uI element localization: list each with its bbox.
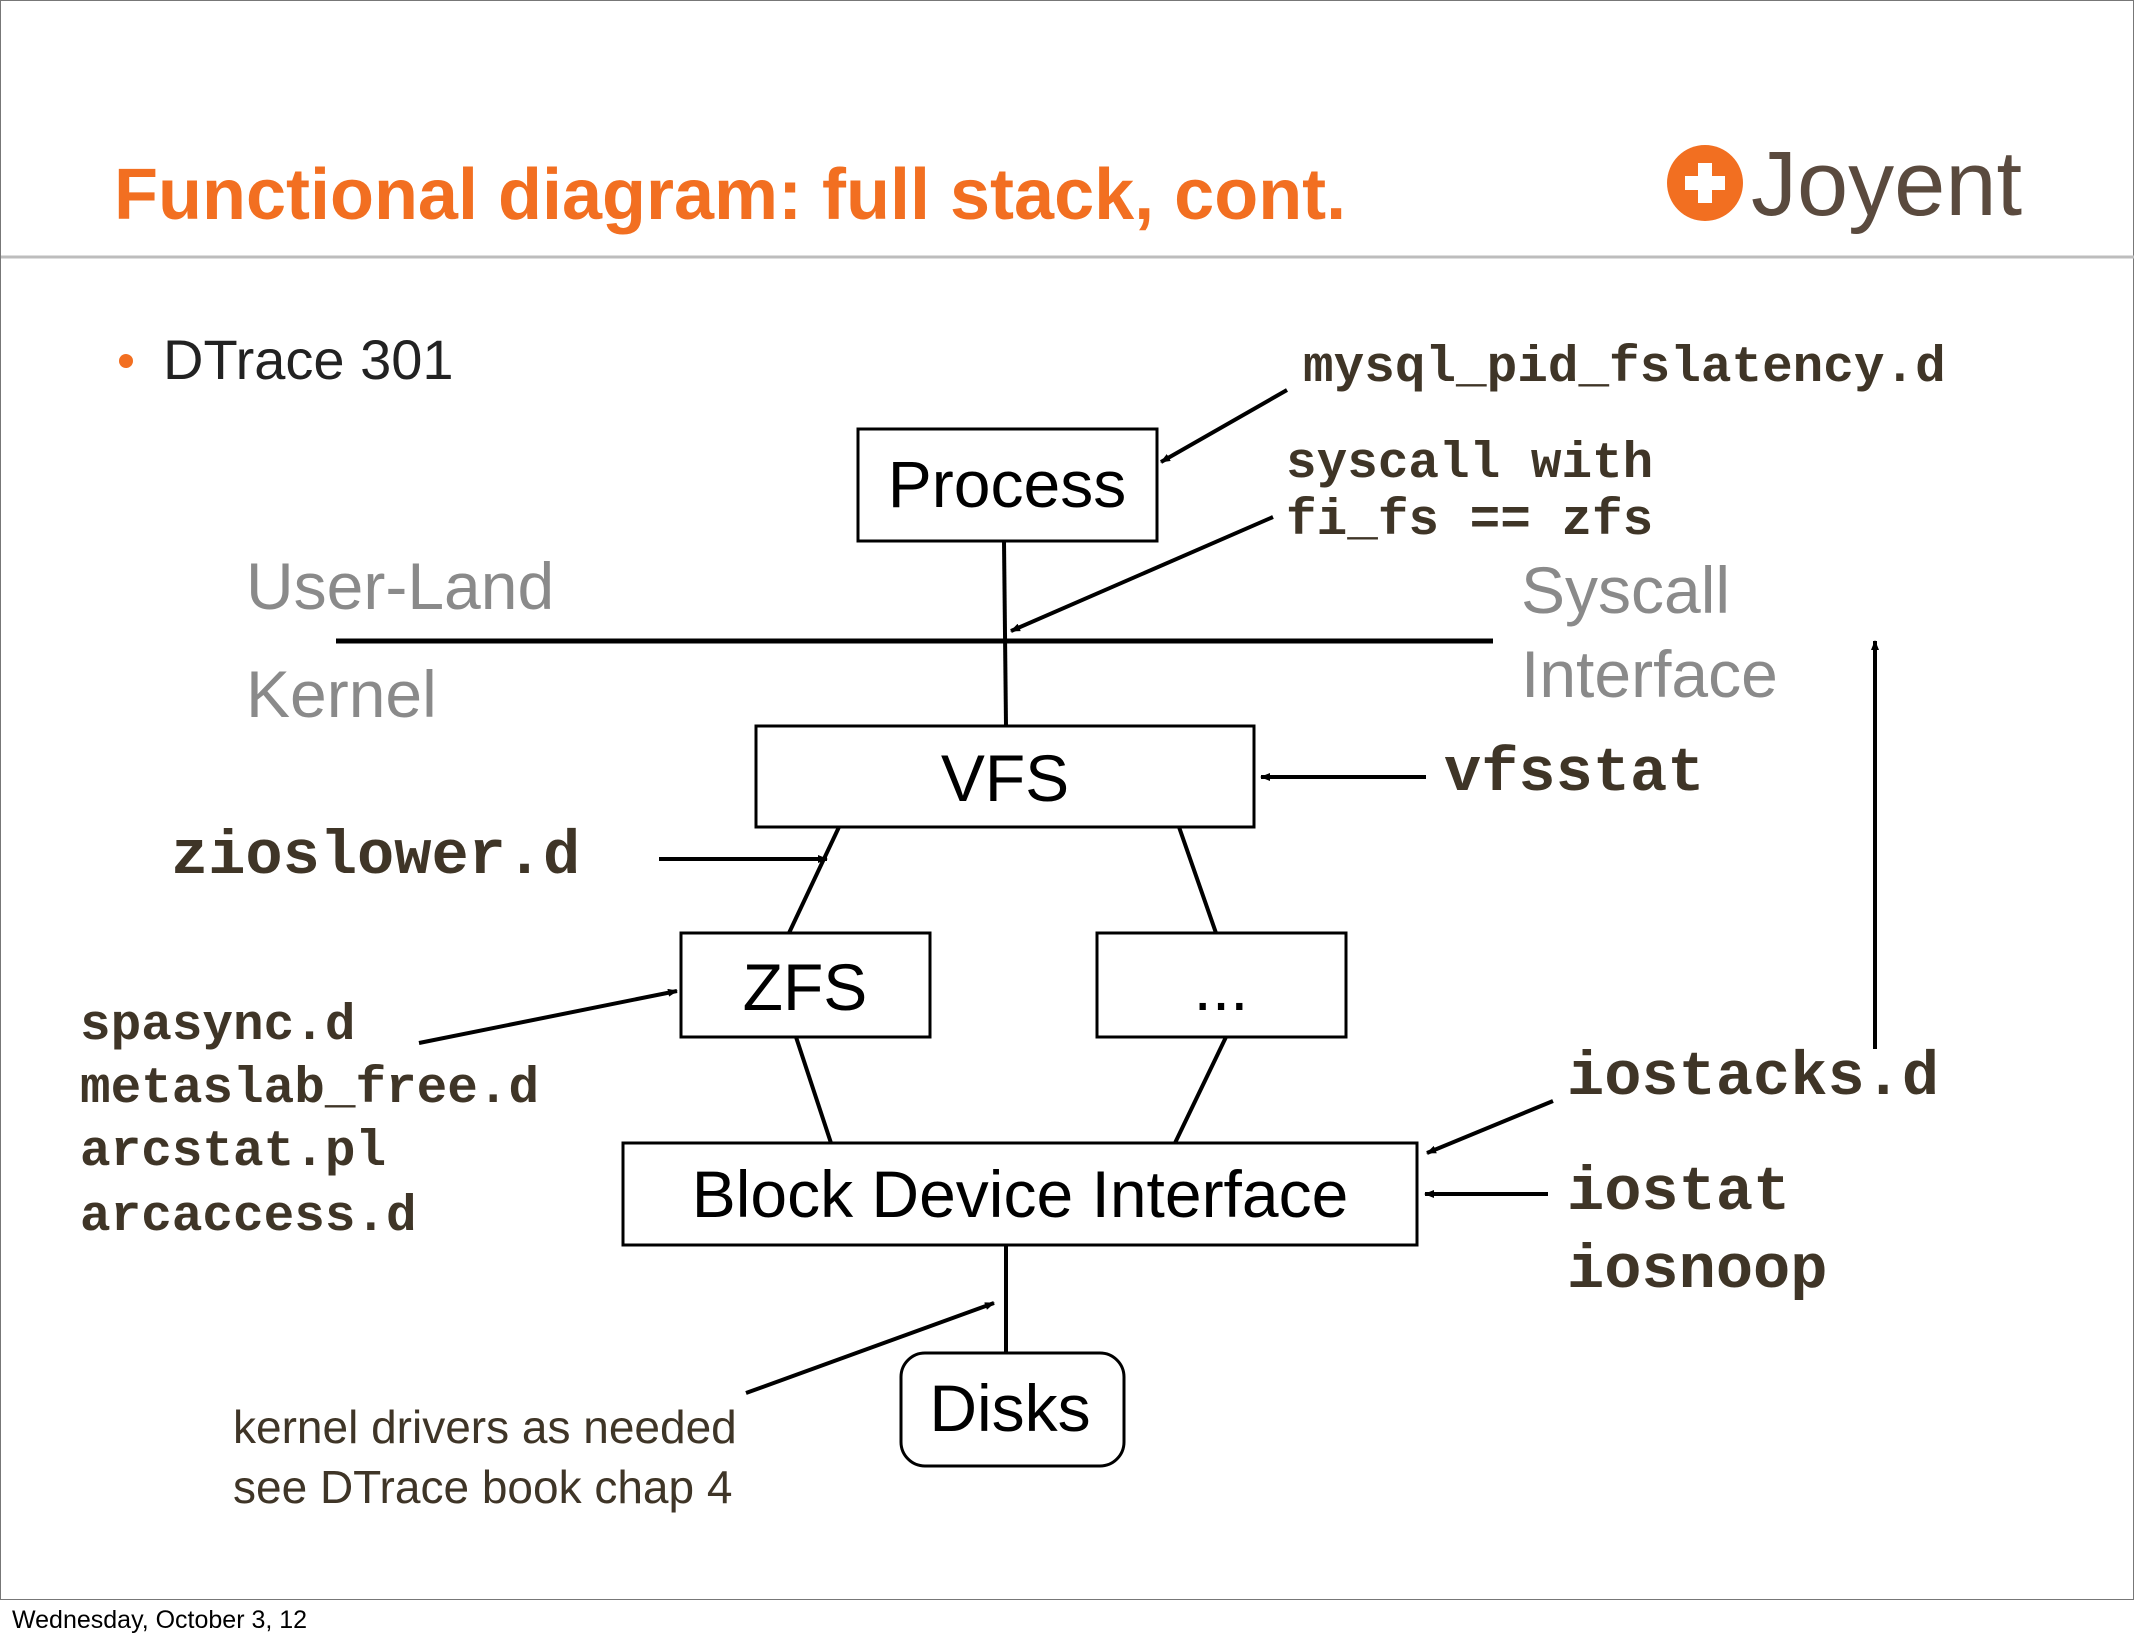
other-fs-to-block-line	[1173, 1036, 1228, 1144]
tool-arcstat: arcstat.pl	[80, 1124, 386, 1181]
joyent-logo: Joyent	[1667, 133, 2022, 235]
arrow-drivers-to-disk-path	[745, 1301, 995, 1395]
vfs-to-other-fs-line	[1177, 826, 1218, 934]
tool-zioslower: zioslower.d	[171, 821, 580, 892]
tool-syscall-with-line2: fi_fs == zfs	[1286, 493, 1653, 550]
process-to-vfs-line	[1002, 540, 1008, 727]
kernel-label: Kernel	[246, 657, 437, 731]
disks-box-label: Disks	[929, 1371, 1090, 1445]
tool-vfsstat: vfsstat	[1444, 738, 1704, 809]
bullet-dot	[119, 354, 133, 368]
tool-spasync: spasync.d	[80, 998, 355, 1055]
slide: Functional diagram: full stack, cont. Jo…	[0, 0, 2134, 1600]
plus-icon-vertical	[1698, 163, 1712, 203]
tool-syscall-with-line1: syscall with	[1286, 436, 1653, 493]
disks-box: Disks	[899, 1351, 1126, 1468]
block-device-interface-label: Block Device Interface	[692, 1157, 1349, 1231]
arrow-syscall-to-boundary	[1010, 515, 1274, 633]
zfs-box-label: ZFS	[743, 950, 868, 1024]
arrow-mysql-to-process	[1160, 388, 1288, 464]
user-land-label: User-Land	[246, 549, 554, 623]
vfs-box-label: VFS	[941, 741, 1069, 815]
block-device-interface-box: Block Device Interface	[621, 1141, 1419, 1247]
footer-date: Wednesday, October 3, 12	[12, 1606, 308, 1634]
other-fs-box-label: ...	[1193, 950, 1248, 1024]
process-box-label: Process	[888, 447, 1126, 521]
logo-text: Joyent	[1751, 133, 2022, 235]
process-box: Process	[856, 427, 1159, 543]
tool-iostacks: iostacks.d	[1567, 1042, 1939, 1113]
zfs-box: ZFS	[679, 931, 932, 1039]
vfs-to-zfs-line	[787, 826, 841, 934]
other-fs-box: ...	[1095, 931, 1348, 1039]
tool-arcaccess: arcaccess.d	[80, 1189, 417, 1246]
arrow-zfs-tools-to-zfs	[418, 988, 678, 1045]
tool-iostat: iostat	[1567, 1157, 1790, 1228]
bullet-text: DTrace 301	[163, 328, 454, 391]
syscall-interface-label-line2: Interface	[1521, 637, 1778, 711]
tool-metaslab-free: metaslab_free.d	[80, 1061, 539, 1118]
tool-mysql-pid-fslatency: mysql_pid_fslatency.d	[1303, 340, 1946, 397]
slide-title: Functional diagram: full stack, cont.	[114, 155, 1346, 235]
arrow-iostacks-to-block	[1426, 1099, 1554, 1155]
syscall-interface-label-line1: Syscall	[1521, 553, 1730, 627]
tool-iosnoop: iosnoop	[1567, 1235, 1827, 1306]
note-drivers-line2: see DTrace book chap 4	[233, 1461, 732, 1513]
zfs-to-block-line	[794, 1036, 833, 1144]
vfs-box: VFS	[754, 724, 1256, 829]
diagram: Functional diagram: full stack, cont. Jo…	[1, 133, 2134, 1513]
note-drivers-line1: kernel drivers as needed	[233, 1401, 737, 1453]
